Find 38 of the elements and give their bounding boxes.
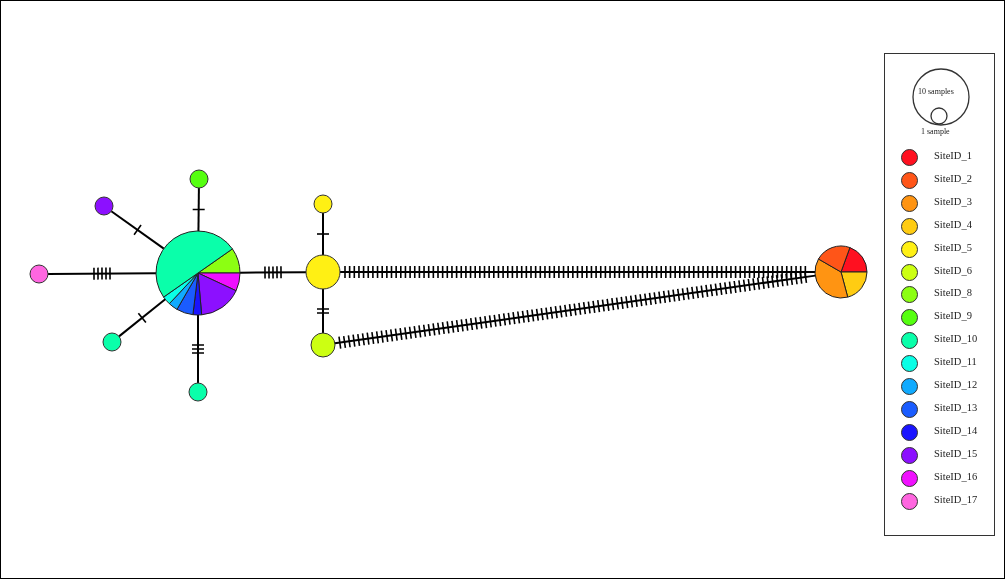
legend-label: SiteID_16 — [934, 470, 978, 482]
pie-chart-node — [155, 230, 241, 316]
mutation-edge — [118, 298, 167, 338]
mutation-edge — [316, 288, 330, 334]
legend-label: SiteID_10 — [934, 333, 978, 345]
mutation-edge — [239, 265, 307, 280]
haplotype-circle — [29, 264, 49, 284]
mutation-edge — [339, 265, 816, 279]
size-label: 10 samples — [918, 87, 954, 96]
mutation-edge — [316, 212, 330, 256]
mutation-edge — [47, 266, 157, 281]
legend-label: SiteID_12 — [934, 379, 978, 390]
legend-label: SiteID_3 — [934, 195, 972, 207]
legend-label: SiteID_6 — [934, 264, 972, 276]
legend-label: SiteID_1 — [934, 150, 972, 161]
legend-label: SiteID_17 — [934, 493, 978, 505]
haplotype-circle — [188, 382, 208, 402]
haplotype-circle — [189, 169, 209, 189]
haplotype-circle — [102, 332, 122, 352]
mutation-edge — [333, 270, 817, 350]
legend-label: SiteID_13 — [934, 401, 978, 413]
legend-label: SiteID_9 — [934, 310, 972, 322]
legend-label: SiteID_15 — [934, 447, 978, 459]
haplotype-circle — [305, 254, 341, 290]
legend-label: SiteID_2 — [934, 172, 972, 184]
legend-label: SiteID_4 — [934, 218, 972, 230]
legend-label: SiteID_11 — [934, 356, 977, 368]
mutation-edge — [110, 210, 165, 250]
mutation-edge — [191, 187, 206, 232]
haplotype-circle — [313, 194, 333, 214]
haplotype-circle — [310, 332, 336, 358]
legend-label: SiteID_8 — [934, 287, 972, 299]
mutation-edge — [191, 314, 205, 384]
legend-label: SiteID_14 — [934, 424, 978, 436]
haplotype-circle — [94, 196, 114, 216]
pie-chart-node — [814, 245, 868, 299]
size-label: 1 sample — [921, 127, 950, 136]
legend-label: SiteID_5 — [934, 241, 972, 253]
